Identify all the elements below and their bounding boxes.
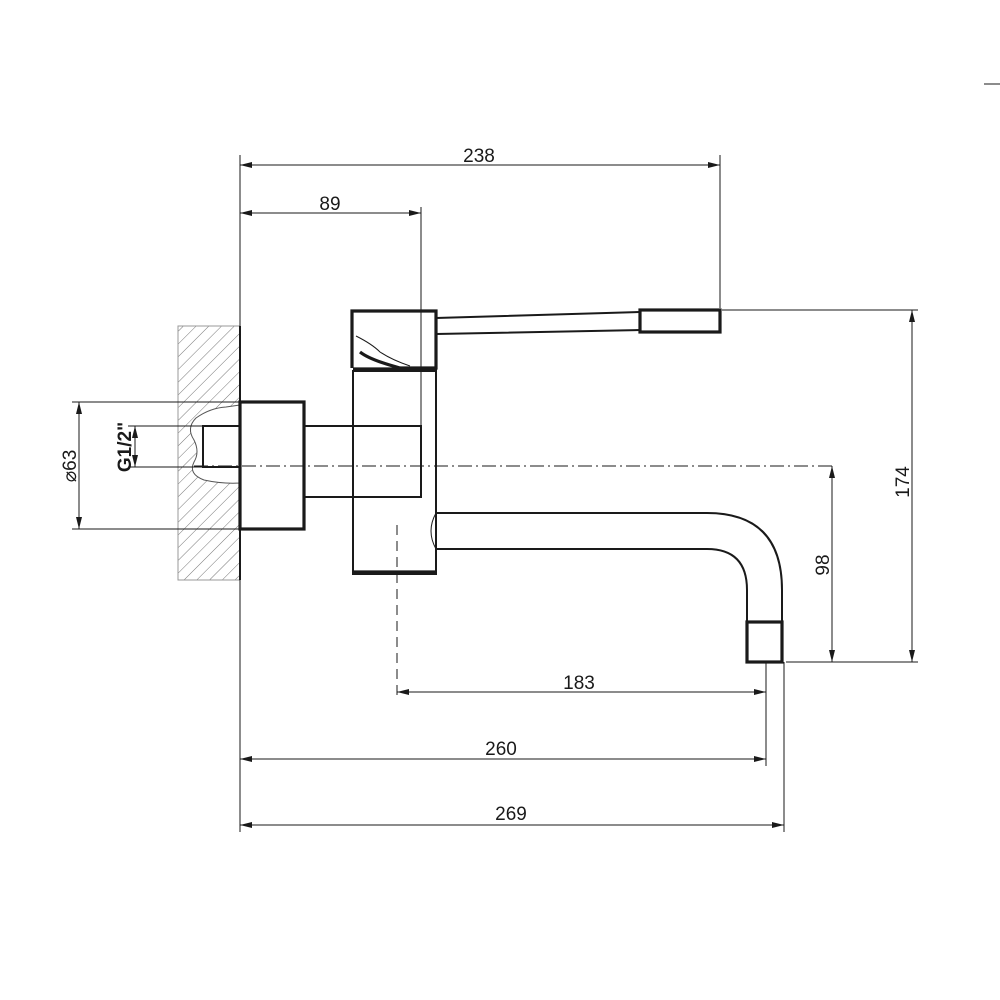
lever-arm [435,311,641,335]
dimension-183: 183 [397,673,766,695]
dimension-thread: G1/2" [115,422,138,472]
mixer-body [352,370,437,575]
dimension-238: 238 [240,146,720,168]
spout-base-curve [430,512,437,550]
dimension-260: 260 [240,739,766,762]
dimension-89-label: 89 [319,194,340,215]
dimension-63-value: 63 [60,450,81,471]
spout-outer [436,512,783,662]
pipe-connector [202,425,240,468]
wall-section [177,325,241,581]
cartridge-cap [350,309,438,370]
dimension-63-label: ⌀63 [60,450,81,483]
dimension-diameter-63: ⌀63 [60,402,82,529]
dimension-238-label: 238 [463,146,495,167]
dimension-174-label: 174 [893,466,914,498]
spout-inner [436,548,748,662]
aerator [745,620,784,664]
dimension-89: 89 [240,194,421,216]
dimension-98: 98 [813,466,835,662]
dimension-269-label: 269 [495,804,527,825]
lever-tip [638,308,722,334]
dimension-260-label: 260 [485,739,517,760]
faucet [202,308,784,664]
dimension-269: 269 [240,804,784,828]
thread-label: G1/2" [115,422,136,472]
diameter-symbol: ⌀ [60,471,81,482]
dimension-174: 174 [893,310,915,662]
connector-arm [303,425,422,498]
wall-cavity [190,404,241,484]
cap-inner-curve [355,335,411,367]
dimension-98-label: 98 [813,554,834,575]
dimension-183-label: 183 [563,673,595,694]
extension-lines [72,155,918,832]
